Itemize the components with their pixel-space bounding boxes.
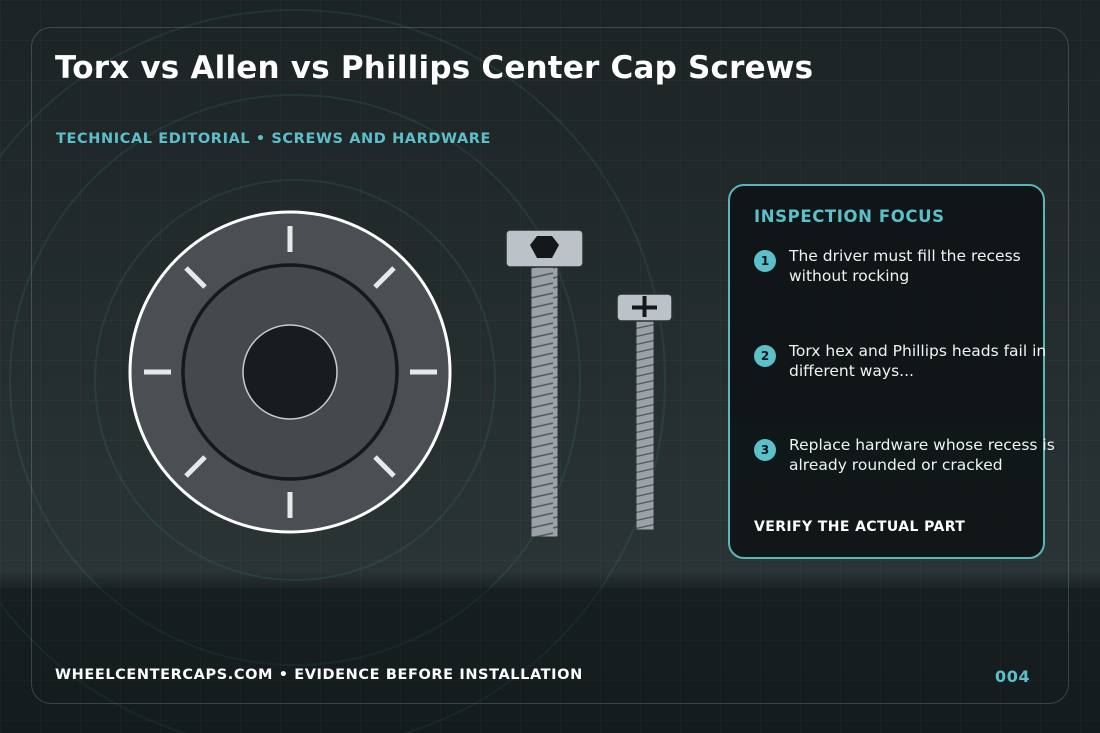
subtitle: TECHNICAL EDITORIAL • SCREWS AND HARDWAR… bbox=[56, 131, 492, 147]
phillips-screw-icon bbox=[616, 293, 673, 531]
hex-head-screw-icon bbox=[505, 229, 584, 538]
step-number-badge: 2 bbox=[754, 345, 776, 367]
step-number-badge: 1 bbox=[754, 250, 776, 272]
wheel-center-cap-icon bbox=[128, 210, 452, 534]
page-number: 004 bbox=[995, 667, 1031, 686]
panel-title: INSPECTION FOCUS bbox=[754, 207, 945, 226]
list-item-text: Torx hex and Phillips heads fail in diff… bbox=[789, 342, 1047, 380]
card-frame bbox=[31, 27, 1069, 704]
inspection-focus-panel: INSPECTION FOCUS 1 The driver must fill … bbox=[728, 184, 1055, 559]
step-number-badge: 3 bbox=[754, 439, 776, 461]
footer-text: WHEELCENTERCAPS.COM • EVIDENCE BEFORE IN… bbox=[55, 667, 583, 683]
page-title: Torx vs Allen vs Phillips Center Cap Scr… bbox=[55, 50, 814, 86]
verify-note: VERIFY THE ACTUAL PART bbox=[754, 519, 966, 535]
list-item-text: The driver must fill the recess without … bbox=[789, 247, 1021, 285]
list-item-text: Replace hardware whose recess is already… bbox=[789, 436, 1055, 474]
